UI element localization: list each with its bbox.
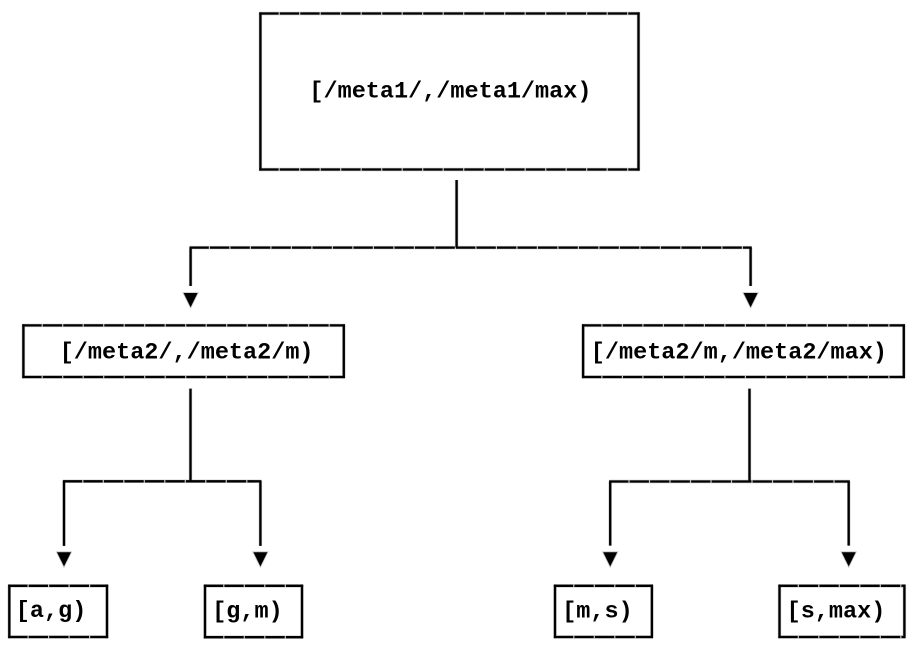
- svg-text:[a,g): [a,g): [16, 598, 87, 625]
- svg-text:[/meta2/m,/meta2/max): [/meta2/m,/meta2/max): [591, 339, 887, 366]
- svg-text:[/meta2/,/meta2/m): [/meta2/,/meta2/m): [60, 339, 314, 366]
- svg-text:[/meta1/,/meta1/max): [/meta1/,/meta1/max): [309, 79, 591, 106]
- svg-text:[m,s): [m,s): [562, 599, 633, 626]
- svg-text:[s,max): [s,max): [787, 599, 886, 626]
- svg-text:[g,m): [g,m): [212, 599, 283, 626]
